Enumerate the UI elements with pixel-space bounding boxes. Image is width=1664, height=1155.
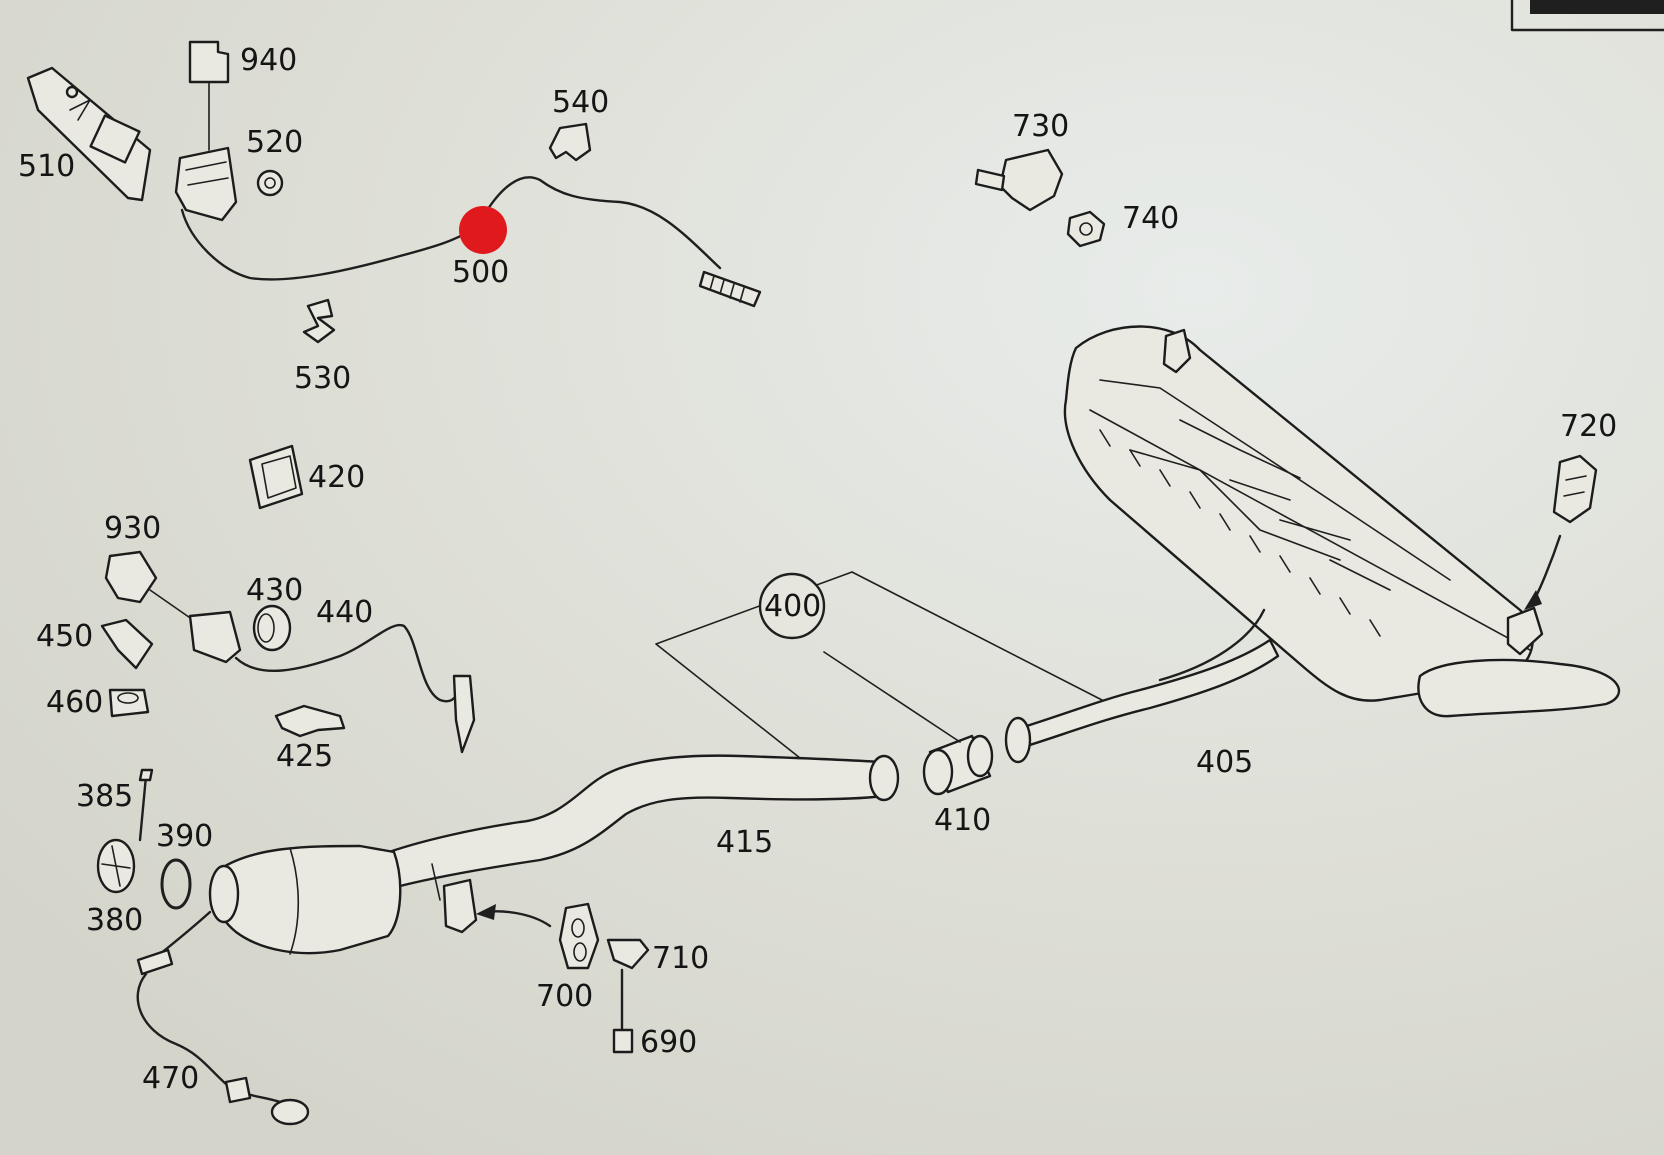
clip-730 [974,148,1064,212]
callout-400: 400 [764,589,821,624]
callout-420: 420 [308,460,365,495]
callout-460: 460 [46,685,103,720]
clip-425 [274,704,346,738]
rubber-hanger-700 [558,902,600,970]
callout-940: 940 [240,43,297,78]
grommet-430 [252,604,292,652]
corner-label-box [1510,0,1664,32]
control-unit-440-module [188,610,242,664]
callout-720: 720 [1560,409,1617,444]
sensor-cable-470 [136,910,310,1126]
pipe-415 [376,754,900,888]
callout-730: 730 [1012,109,1069,144]
callout-425: 425 [276,739,333,774]
bracket-510 [26,66,152,202]
callout-700: 700 [536,979,593,1014]
mount-arrow-head [1524,590,1542,610]
bracket-420 [248,444,304,510]
callout-430: 430 [246,573,303,608]
callout-530: 530 [294,361,351,396]
connector-940 [188,40,230,151]
callout-690: 690 [640,1025,697,1060]
callout-930: 930 [104,511,161,546]
clamp-380 [96,838,136,894]
group-400-frame [655,571,1103,759]
rear-silencer [1063,325,1621,718]
callout-510: 510 [18,149,75,184]
bolt-385 [138,768,154,842]
callout-740: 740 [1122,201,1179,236]
bracket-450 [100,618,154,670]
callout-710: 710 [652,941,709,976]
callout-410: 410 [934,803,991,838]
callout-405: 405 [1196,745,1253,780]
callout-390: 390 [156,819,213,854]
callout-415: 415 [716,825,773,860]
rubber-mount-720 [1552,454,1598,524]
sensor-cable-500 [180,176,762,308]
clip-530 [302,298,336,344]
callout-450: 450 [36,619,93,654]
callout-500: 500 [452,255,509,290]
bracket-arrow-head [476,904,496,920]
grommet-460 [108,688,150,718]
bracket-710 [606,938,650,970]
callout-520: 520 [246,125,303,160]
callout-380: 380 [86,903,143,938]
callout-385: 385 [76,779,133,814]
bolt-690 [612,968,634,1054]
label-tag-930 [104,550,197,623]
callout-470: 470 [142,1061,199,1096]
catalytic-converter [208,844,402,955]
nut-740 [1066,210,1106,248]
nut-520 [256,169,284,197]
control-unit-500-module [174,146,238,222]
sensor-cable-440 [234,623,476,754]
callout-540: 540 [552,85,609,120]
seal-ring-390 [160,858,192,910]
highlight-marker [459,206,507,254]
clip-540 [548,122,592,162]
pipe-405 [1004,638,1280,764]
hanger-bracket [431,863,478,934]
callout-440: 440 [316,595,373,630]
